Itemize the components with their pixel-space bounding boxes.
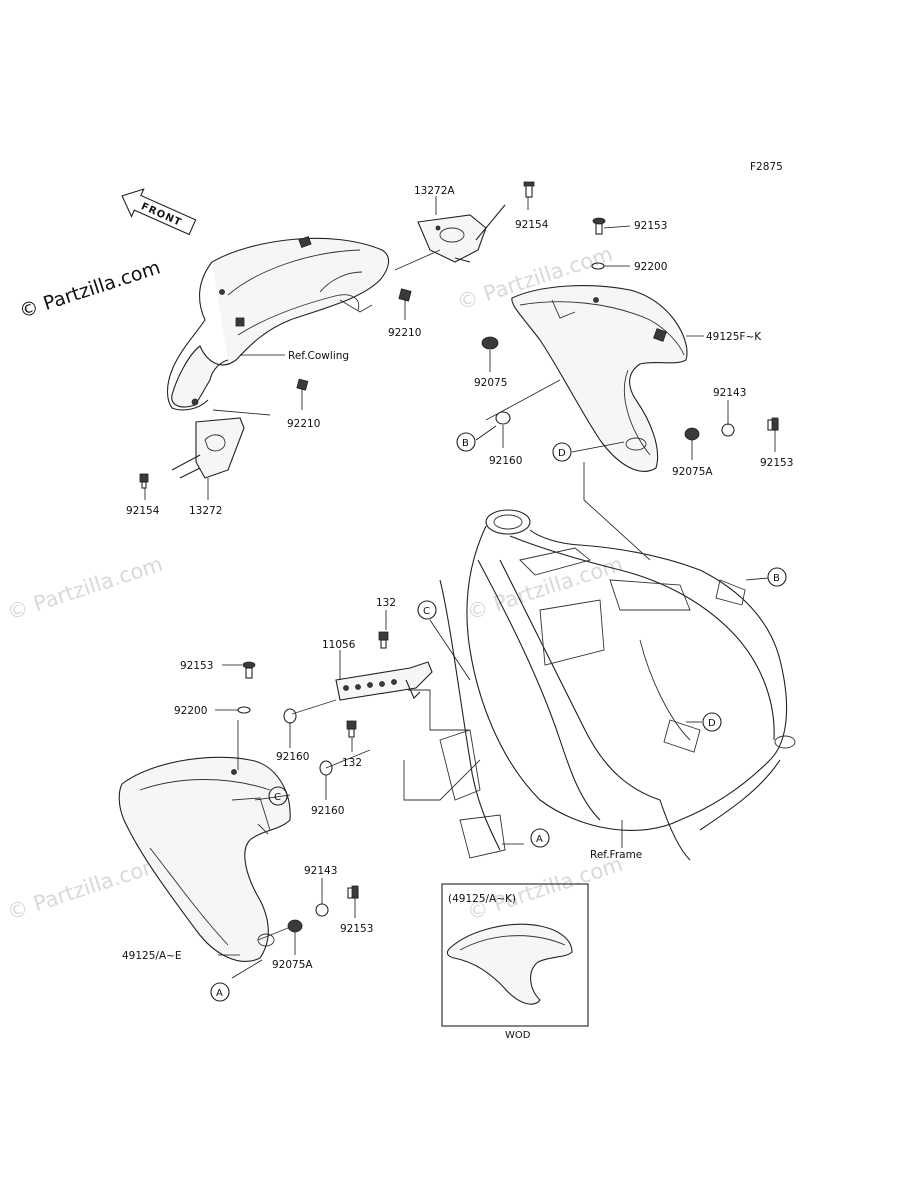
watermark: © Partzilla.com xyxy=(4,852,166,925)
washer-92143-top xyxy=(721,423,735,437)
upper-cowling-assembly xyxy=(166,236,390,411)
svg-text:A: A xyxy=(536,834,543,845)
collar-92160-top xyxy=(495,411,511,425)
part-label-92200-top[interactable]: 92200 xyxy=(634,261,667,273)
watermark: © Partzilla.com xyxy=(464,852,626,925)
screw-92153-low xyxy=(347,885,359,899)
part-label-13272A[interactable]: 13272A xyxy=(414,185,455,197)
part-label-49125AE[interactable]: 49125/A~E xyxy=(122,950,182,962)
shroud-49125FK xyxy=(511,285,688,472)
part-label-92153-right[interactable]: 92153 xyxy=(760,457,793,469)
inset-title: (49125/A~K) xyxy=(448,893,516,905)
part-label-92075[interactable]: 92075 xyxy=(474,377,507,389)
callout-C-upper: C xyxy=(417,600,437,620)
part-label-92143-low[interactable]: 92143 xyxy=(304,865,337,877)
part-label-92210-b[interactable]: 92210 xyxy=(287,418,320,430)
frame xyxy=(439,509,796,861)
part-label-11056[interactable]: 11056 xyxy=(322,639,356,651)
svg-text:B: B xyxy=(773,573,780,584)
part-label-92160-low[interactable]: 92160 xyxy=(311,805,344,817)
grommet-92075 xyxy=(481,336,499,350)
part-label-92160-mid[interactable]: 92160 xyxy=(276,751,309,763)
inset-caption: WOD xyxy=(505,1030,531,1041)
screw-92154-top xyxy=(523,181,535,198)
part-label-132-mid[interactable]: 132 xyxy=(342,757,362,769)
inset-box: (49125/A~K) WOD xyxy=(441,883,589,1041)
bolt-132-mid xyxy=(346,720,357,738)
ref-cowling-label: Ref.Cowling xyxy=(288,350,349,362)
callout-B-right: B xyxy=(767,567,787,587)
part-label-92160-top[interactable]: 92160 xyxy=(489,455,522,467)
svg-text:C: C xyxy=(274,792,281,803)
ref-frame-label: Ref.Frame xyxy=(590,849,642,861)
part-label-92210-a[interactable]: 92210 xyxy=(388,327,421,339)
part-label-92143-top[interactable]: 92143 xyxy=(713,387,746,399)
callout-B-left: B xyxy=(456,432,476,452)
screw-92153-mid xyxy=(242,661,256,679)
part-label-92153-low[interactable]: 92153 xyxy=(340,923,373,935)
bracket-11056 xyxy=(335,661,433,701)
nut-92210-b xyxy=(296,378,309,391)
callout-D-frame: D xyxy=(702,712,722,732)
leader-lines xyxy=(144,196,776,979)
part-label-92075A-top[interactable]: 92075A xyxy=(672,466,713,478)
svg-text:C: C xyxy=(423,606,430,617)
figure-code: F2875 xyxy=(750,161,783,173)
part-label-92200-mid[interactable]: 92200 xyxy=(174,705,207,717)
svg-text:A: A xyxy=(216,988,223,999)
nut-92210-a xyxy=(398,288,412,302)
svg-text:B: B xyxy=(462,438,469,449)
svg-text:D: D xyxy=(708,718,716,729)
bracket-13272 xyxy=(171,417,245,479)
washer-92143-low xyxy=(315,903,329,917)
watermark-side: © Partzilla.com xyxy=(17,257,163,323)
screw-92153-right xyxy=(767,417,779,431)
bolt-132-top xyxy=(378,631,389,649)
callout-D-upper: D xyxy=(552,442,572,462)
shroud-49125AE xyxy=(118,756,291,962)
callout-C-lower: C xyxy=(268,786,288,806)
collar-92160-mid xyxy=(283,708,297,724)
part-label-132-top[interactable]: 132 xyxy=(376,597,396,609)
screw-92153-top xyxy=(592,217,606,235)
watermark-group: © Partzilla.com © Partzilla.com © Partzi… xyxy=(4,242,626,925)
part-label-49125FK[interactable]: 49125F~K xyxy=(706,331,762,343)
watermark: © Partzilla.com xyxy=(4,552,166,625)
bracket-13272A xyxy=(417,204,506,263)
part-label-92154-top[interactable]: 92154 xyxy=(515,219,549,231)
grommet-92075A-low xyxy=(287,919,303,933)
front-arrow-icon: FRONT xyxy=(121,188,197,236)
grommet-92075A-top xyxy=(684,427,700,441)
callout-A-lower: A xyxy=(210,982,230,1002)
svg-text:D: D xyxy=(558,448,566,459)
washer-92200-mid xyxy=(237,706,251,714)
callout-A-frame: A xyxy=(530,828,550,848)
part-label-92154-left[interactable]: 92154 xyxy=(126,505,160,517)
screw-92154-left xyxy=(139,473,149,489)
part-label-92075A-low[interactable]: 92075A xyxy=(272,959,313,971)
part-label-92153-mid[interactable]: 92153 xyxy=(180,660,213,672)
part-label-92153-top[interactable]: 92153 xyxy=(634,220,667,232)
part-label-13272[interactable]: 13272 xyxy=(189,505,222,517)
